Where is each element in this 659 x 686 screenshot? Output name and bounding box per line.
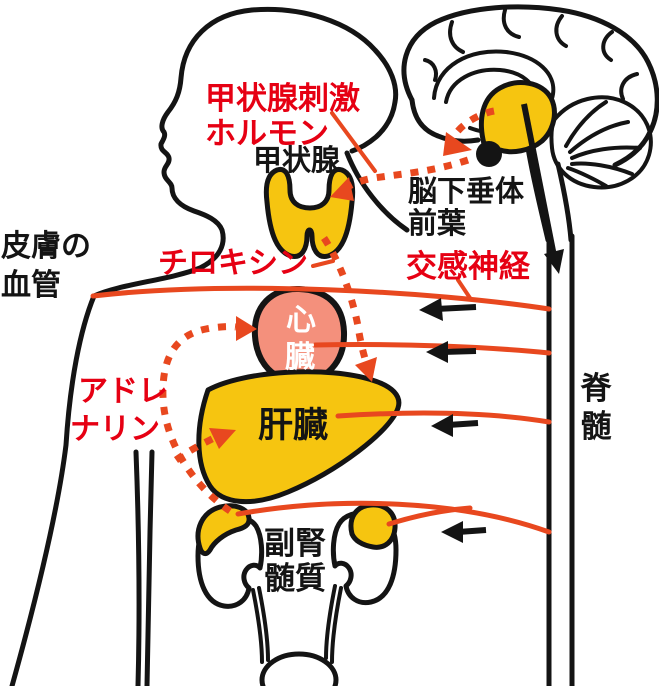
- cerebellum-fan-5: [566, 166, 608, 188]
- brain-sulcus-5: [619, 72, 639, 101]
- adrenal-glands: [195, 502, 398, 557]
- left-ureter-outer: [251, 588, 264, 664]
- liver-left-arrowhead: [209, 428, 236, 449]
- cerebellum-outline: [549, 95, 653, 190]
- spinal-cord: [546, 233, 575, 686]
- heart-label-char1: 心: [286, 303, 316, 338]
- brain-sulcus-3: [554, 14, 568, 48]
- brain-sulcus-2: [501, 8, 521, 39]
- down-arrow-shaft: [521, 103, 557, 257]
- nerve-line-liver: [335, 410, 552, 425]
- left-arrow-3-head: [431, 414, 453, 437]
- brainstem-back-line: [555, 161, 574, 243]
- hormone-dotted-paths: [159, 107, 495, 514]
- brain-sulcus-4: [601, 30, 614, 62]
- sympathetic-label: 交感神経: [406, 249, 531, 285]
- brain-sulcus-6: [423, 58, 438, 82]
- hypothalamus: [478, 80, 557, 155]
- cerebellum-fan-4: [570, 161, 634, 176]
- left-arrow-2-head: [426, 341, 448, 363]
- thyroxine-label-leader: [311, 259, 335, 268]
- skin-vessels-label-line1: 皮膚の: [1, 229, 91, 264]
- adrenal-medulla-label-line2: 髄質: [264, 561, 326, 597]
- skin-vessels-label-line2: 血管: [1, 268, 61, 303]
- arm-inner-line: [133, 449, 142, 686]
- thyroid-arrowhead: [330, 177, 354, 201]
- brain-frontal-underside: [409, 97, 481, 144]
- cerebellum-fan-3: [570, 145, 642, 160]
- brainstem-down-arrow: [521, 103, 564, 274]
- pituitary-dot: [476, 141, 502, 167]
- adrenal-medulla-label-line1: 副腎: [264, 526, 326, 562]
- left-arrow-4-head: [441, 521, 463, 543]
- head-top-right: [249, 6, 399, 154]
- diagram-labels: 甲状腺刺激 ホルモン 甲状腺 脳下垂体 前葉 皮膚の 血管 チロキシン 交感神経…: [1, 81, 613, 597]
- thyroid-gland: [263, 166, 356, 259]
- nerve-line-skin-vessels: [90, 285, 552, 312]
- neck-right-line: [344, 150, 410, 233]
- heart-label-char2: 臓: [285, 340, 315, 375]
- tsh-label-line2: ホルモン: [205, 116, 329, 152]
- pituitary-label-line2: 前葉: [408, 206, 467, 240]
- pituitary-arrowhead: [443, 132, 472, 156]
- heart-arrowhead: [236, 316, 257, 341]
- left-adrenal-gland: [195, 503, 252, 557]
- thyroid-label: 甲状腺: [253, 143, 341, 177]
- liver-label: 肝臓: [258, 406, 328, 446]
- head-profile-left: [9, 7, 255, 686]
- spinal-cord-label-char1: 脊: [580, 371, 613, 407]
- brain-sulcus-1: [448, 20, 465, 54]
- right-ureter-inner: [324, 584, 337, 660]
- brain: [401, 4, 659, 243]
- left-arrow-1-shaft: [435, 304, 477, 312]
- nerve-line-adrenal: [235, 500, 552, 535]
- right-adrenal-gland: [348, 502, 398, 550]
- body-outline: [9, 6, 410, 686]
- adrenaline-to-liver-path: [173, 434, 216, 463]
- adrenaline-label-line1: アドレ: [78, 374, 168, 409]
- torso-side-line: [144, 449, 155, 686]
- liver-top-arrowhead: [355, 357, 377, 382]
- black-left-arrows: [419, 298, 487, 543]
- thyroxine-to-liver-path: [321, 236, 370, 364]
- pituitary-label-line1: 脳下垂体: [408, 174, 525, 208]
- thyroxine-label: チロキシン: [158, 246, 308, 281]
- hypothalamus-to-pituitary-path: [451, 107, 495, 139]
- sympathetic-label-leader: [456, 278, 472, 300]
- spinal-cord-label-char2: 髄: [581, 409, 612, 445]
- left-ureter-inner: [257, 586, 270, 662]
- brainstem-front-line: [525, 145, 551, 243]
- tsh-label-leader: [330, 111, 377, 173]
- nerve-line-adrenal-branch: [386, 505, 473, 527]
- right-ureter-outer: [330, 586, 343, 664]
- cerebellum-fan-2: [568, 120, 630, 154]
- left-arrow-1-head: [419, 298, 443, 321]
- bladder: [259, 651, 339, 686]
- tsh-label-line1: 甲状腺刺激: [205, 81, 360, 117]
- liver-organ: [196, 369, 402, 505]
- down-arrow-head: [544, 249, 564, 274]
- adrenaline-label-line2: ナリン: [70, 412, 160, 447]
- cerebellum-fan-1: [564, 100, 608, 148]
